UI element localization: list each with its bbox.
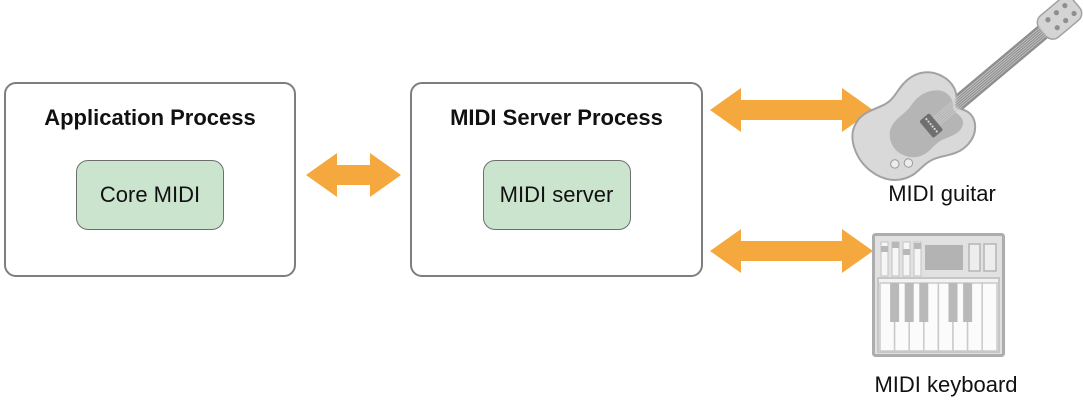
bidirectional-arrow-icon-app-server xyxy=(306,153,401,197)
midi-server-process-box: MIDI Server Process MIDI server xyxy=(410,82,703,277)
bidirectional-arrow-icon-server-keyboard xyxy=(710,229,873,273)
application-process-box: Application Process Core MIDI xyxy=(4,82,296,277)
application-process-title: Application Process xyxy=(44,105,256,130)
midi-guitar-icon xyxy=(851,0,1083,181)
midi-server-chip: MIDI server xyxy=(482,160,631,231)
core-midi-chip: Core MIDI xyxy=(76,160,224,231)
core-midi-chip-label: Core MIDI xyxy=(99,182,201,208)
midi-keyboard-label: MIDI keyboard xyxy=(874,372,1018,397)
bidirectional-arrow-icon-server-guitar xyxy=(710,88,873,132)
midi-server-chip-label: MIDI server xyxy=(499,182,614,208)
midi-server-process-title: MIDI Server Process xyxy=(450,105,663,130)
midi-guitar-label: MIDI guitar xyxy=(888,181,996,206)
midi-keyboard-icon xyxy=(872,233,1005,357)
